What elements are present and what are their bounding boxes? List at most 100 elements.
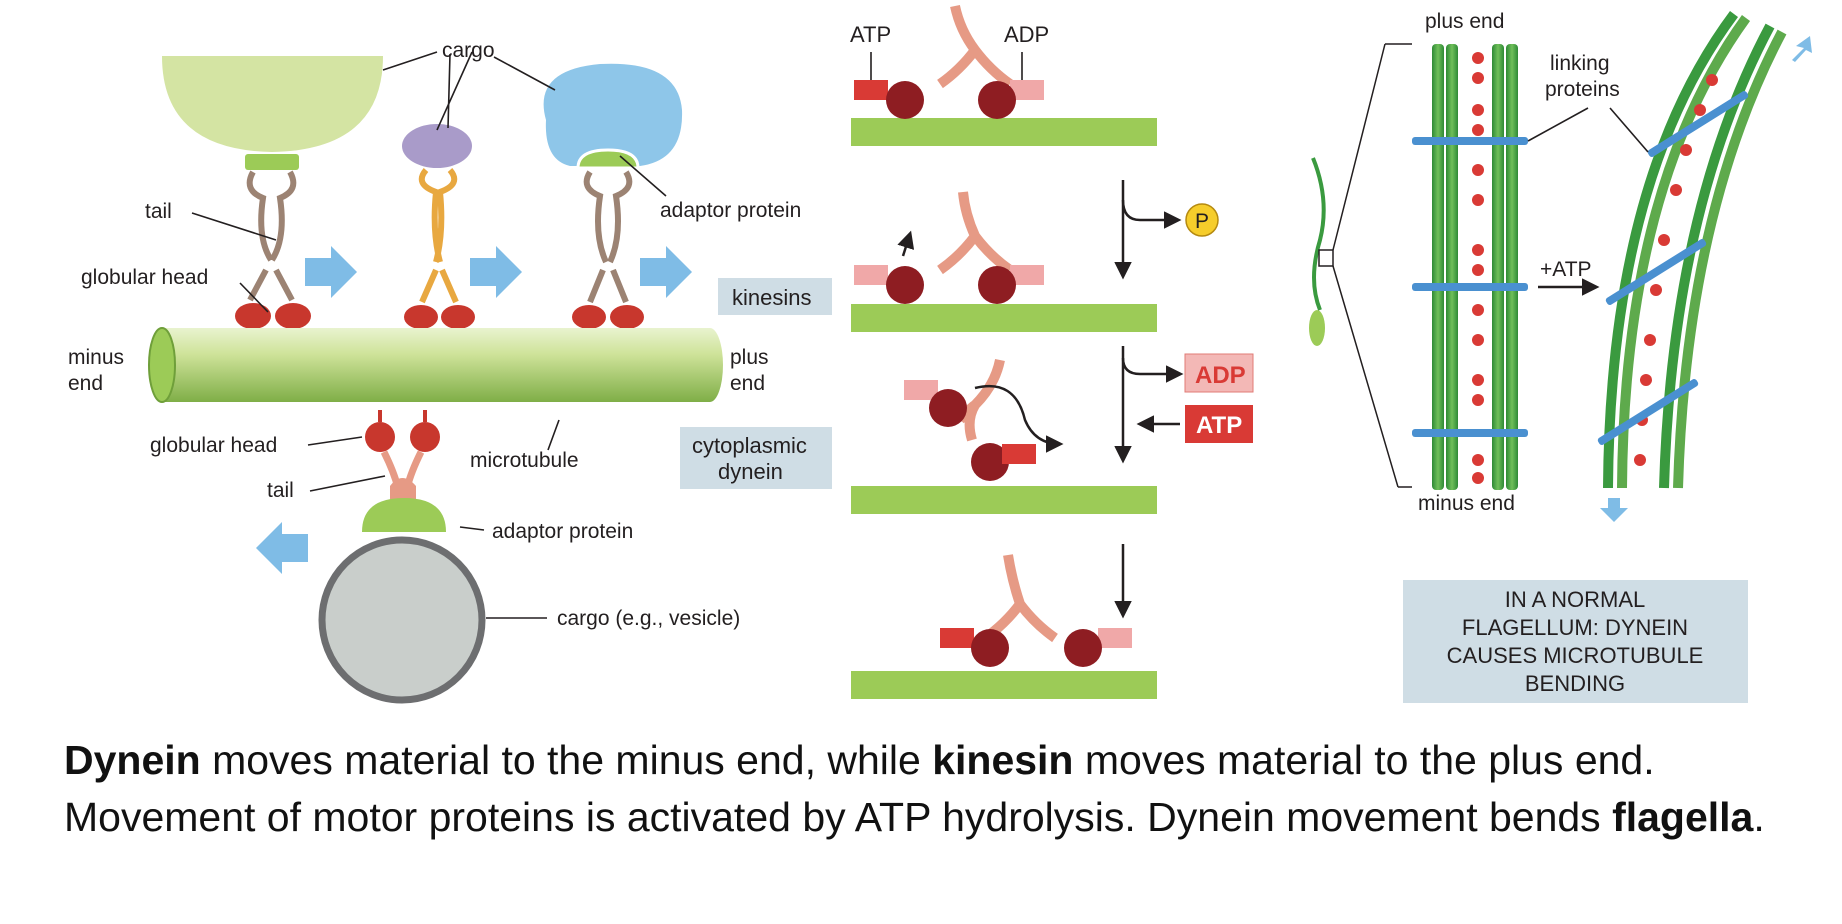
adaptor-protein-label-bottom: adaptor protein (492, 520, 633, 543)
step3-adp-block (904, 380, 938, 400)
plus-direction-arrow-1 (305, 246, 357, 298)
kinesin-1-tail (246, 170, 297, 262)
straight-doublet-b1 (1492, 44, 1504, 490)
step1-leader-atp (870, 52, 1023, 80)
kinesin-3-tail (583, 170, 633, 264)
minus-end-label: minus end (1418, 492, 1515, 515)
phosphate-label: P (1195, 210, 1209, 233)
linker-bent-2 (1605, 239, 1707, 305)
atp-box-label: ATP (1196, 412, 1242, 439)
minus-end-label-2: end (68, 372, 103, 395)
cytoplasmic-dynein-label-1: cytoplasmic (692, 433, 807, 458)
zoom-box (1318, 249, 1334, 267)
cargo-vesicle-shape (318, 536, 486, 704)
step1-neck (937, 4, 1013, 89)
caption-text-2: moves material to the plus end. Movement… (64, 737, 1655, 840)
track-4 (851, 671, 1157, 699)
kinesins-label-box (718, 278, 832, 315)
dynein-head-left (365, 422, 395, 452)
step1-head-right (978, 81, 1016, 119)
cargo-green-shape (162, 56, 383, 152)
microtubule-minus-end-cap (148, 327, 176, 403)
adp-box-label: ADP (1195, 362, 1246, 389)
plus-direction-arrow-2 (470, 246, 522, 298)
kinesin-3-neck (587, 268, 629, 304)
normal-flagellum-note-box (1403, 580, 1748, 703)
kinesin-2-neck (419, 268, 459, 304)
tail-label-top: tail (145, 200, 172, 223)
minus-end-label-1: minus (68, 346, 124, 369)
linker-straight-1 (1412, 137, 1528, 145)
linker-bent-3 (1597, 379, 1699, 445)
adp-label: ADP (1004, 22, 1049, 47)
note-line-4: BENDING (1525, 671, 1625, 696)
plus-end-label-2: end (730, 372, 765, 395)
kinesins-label: kinesins (732, 285, 811, 310)
adp-branch-arrow (1121, 357, 1184, 383)
right-panel: plus end linking proteins +ATP minus end… (1309, 10, 1812, 703)
adaptor-protein-kinesin-1 (245, 154, 299, 170)
kinesin-1-head-left (235, 303, 271, 329)
flagellum-miniature (1311, 157, 1326, 311)
cytoplasmic-dynein-label-2: dynein (718, 459, 783, 484)
step3-neck (956, 358, 1005, 442)
track-2 (851, 304, 1157, 332)
plus-end-label-1: plus (730, 346, 769, 369)
middle-panel: ATP ADP P ADP ATP (850, 4, 1254, 699)
adaptor-protein-kinesin-3 (576, 148, 640, 170)
cargo-label: cargo (442, 39, 495, 62)
cargo-purple-shape (402, 124, 472, 168)
cargo-blue-shape (543, 63, 683, 166)
plus-direction-arrow-3 (640, 246, 692, 298)
step2-adp-block-right (1010, 265, 1044, 285)
microtubule-label: microtubule (470, 449, 579, 472)
step4-head-left (971, 629, 1009, 667)
cytoplasmic-dynein-label-box (680, 427, 832, 489)
step2-adp-block-left (854, 265, 888, 285)
plus-end-label: plus end (1425, 10, 1504, 33)
step1-atp-block (854, 80, 888, 100)
adaptor-protein-label-top: adaptor protein (660, 199, 801, 222)
flagellum-cell-body (1309, 310, 1325, 346)
plus-atp-label: +ATP (1540, 258, 1592, 281)
step2-head-right (978, 266, 1016, 304)
leader-cargo-branch (436, 51, 473, 131)
bent-doublet-b2 (1673, 29, 1787, 489)
step2-release-arrow (897, 230, 915, 257)
tail-label-bottom: tail (267, 479, 294, 502)
step4-neck (982, 554, 1058, 643)
linker-straight-2 (1412, 283, 1528, 291)
kinesin-3-head-left (572, 305, 606, 329)
straight-doublet-b2 (1506, 44, 1518, 490)
step2-neck (937, 191, 1013, 275)
bend-arrow-down (1600, 498, 1628, 522)
linking-proteins-label-2: proteins (1545, 78, 1620, 101)
straight-dynein-arms (1472, 52, 1484, 484)
figure-caption: Dynein moves material to the minus end, … (64, 732, 1784, 846)
kinesin-1-neck (247, 268, 295, 302)
straight-doublet-a1 (1432, 44, 1444, 490)
step3-atp-block (1002, 444, 1036, 464)
caption-bold-flagella: flagella (1612, 794, 1754, 840)
microtubule-plus-end-cap (697, 328, 723, 402)
left-panel: cargo tail globular head adaptor protein… (68, 39, 832, 704)
globular-head-label-bottom: globular head (150, 434, 277, 457)
dynein-tail-base (390, 478, 416, 504)
phosphate-circle (1185, 203, 1219, 237)
step1-head-left (886, 81, 924, 119)
step4-atp-block (940, 628, 974, 648)
atp-box (1185, 405, 1253, 443)
globular-head-label-top: globular head (81, 266, 208, 289)
note-line-3: CAUSES MICROTUBULE (1447, 643, 1704, 668)
caption-text-1: moves material to the minus end, while (200, 737, 933, 783)
phosphate-branch-arrow (1121, 199, 1182, 229)
note-line-1: IN A NORMAL (1505, 587, 1646, 612)
step3-swing-arrow (974, 384, 1064, 453)
kinesin-1-head-right (275, 303, 311, 329)
kinesin-2-tail (418, 168, 458, 263)
linker-bent-1 (1647, 91, 1749, 157)
adp-box (1184, 353, 1254, 393)
track-3 (851, 486, 1157, 514)
kinesin-2-head-left (404, 305, 438, 329)
